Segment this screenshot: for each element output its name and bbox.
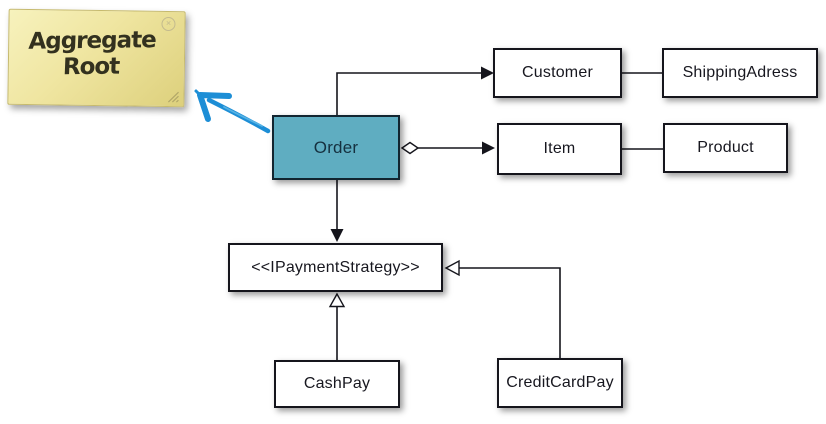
class-label: CashPay [303,375,371,392]
class-box-product[interactable]: Product [663,123,788,173]
arrowhead-item [482,141,495,155]
class-label: CreditCardPay [506,374,614,391]
generalization-triangle-cashpay [328,292,346,308]
annotation-arrow-icon [194,89,271,134]
class-box-cashpay[interactable]: CashPay [274,360,400,408]
class-label: Product [697,139,754,156]
sticky-note[interactable]: × Aggregate Root [7,8,186,108]
aggregation-diamond-order [400,141,420,155]
class-label: ShippingAdress [682,64,798,81]
class-label: Order [313,137,359,157]
class-label: <<IPaymentStrategy>> [251,258,420,276]
class-box-creditcardpay[interactable]: CreditCardPay [497,358,623,408]
arrowhead-ipaymentstrategy-top [330,229,344,242]
class-label: Customer [522,64,593,81]
edge-order-customer [336,72,482,116]
class-box-ipaymentstrategy[interactable]: <<IPaymentStrategy>> [228,243,443,292]
edge-creditcardpay-ipaymentstrategy [459,267,561,358]
class-box-item[interactable]: Item [497,123,622,175]
arrowhead-customer [481,66,494,80]
sticky-note-text: Aggregate Root [27,27,157,81]
resize-handle-icon[interactable] [165,91,180,103]
class-box-order[interactable]: Order [272,115,400,180]
class-box-customer[interactable]: Customer [493,48,622,98]
generalization-triangle-creditcardpay [444,259,460,277]
class-box-shippingadress[interactable]: ShippingAdress [662,48,818,98]
class-label: Item [543,140,576,157]
